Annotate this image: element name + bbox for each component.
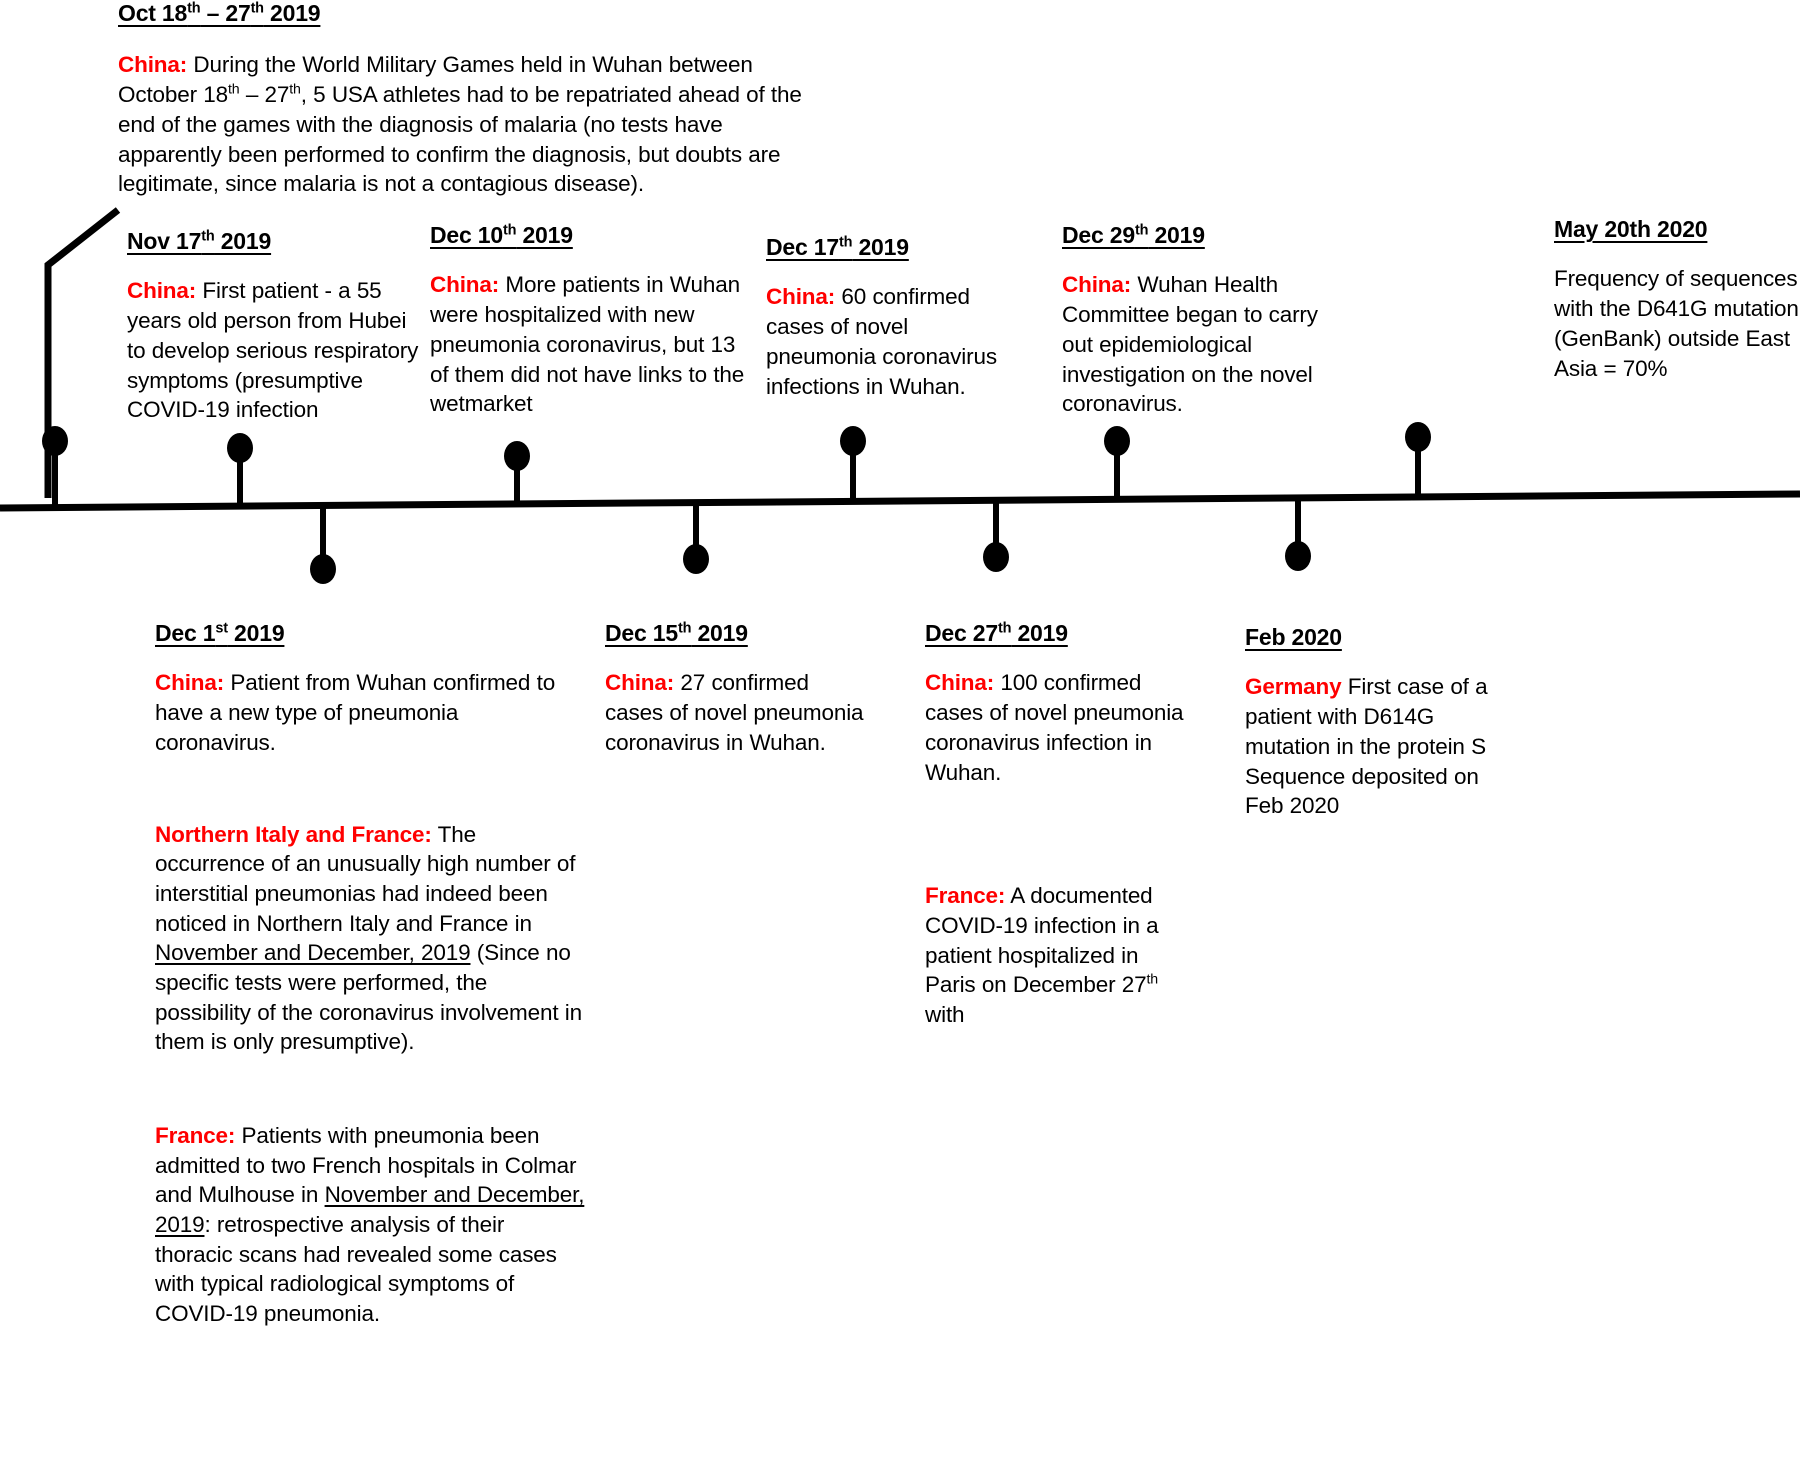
event-oct18: Oct 18th – 27th 2019 China: During the W… (118, 0, 808, 199)
country-label-china: China: (1062, 272, 1132, 298)
event-may2020-date: May 20th 2020 (1554, 216, 1708, 242)
country-label-france: France: (925, 883, 1006, 909)
timeline-axis (0, 490, 1800, 512)
oct18-elbow (44, 207, 121, 498)
event-dec27-date: Dec 27th 2019 (925, 620, 1068, 646)
event-feb2020-body: Germany First case of a patient with D61… (1245, 674, 1488, 819)
event-feb2020: Feb 2020 Germany First case of a patient… (1245, 624, 1500, 821)
underlined-date-range: November and December, 2019 (155, 1182, 585, 1238)
event-dec01-para-italy-france: Northern Italy and France: The occurrenc… (155, 821, 582, 1055)
event-may2020: May 20th 2020 Frequency of sequences wit… (1554, 216, 1800, 383)
event-dec29-date: Dec 29th 2019 (1062, 222, 1205, 248)
country-label-china: China: (430, 272, 500, 298)
event-may2020-body: Frequency of sequences with the D641G mu… (1554, 266, 1799, 381)
event-dec27-body: China: 100 confirmed cases of novel pneu… (925, 668, 1193, 1029)
country-label-china: China: (925, 670, 995, 696)
country-label-northern-italy-france: Northern Italy and France: (155, 821, 432, 847)
country-label-china: China: (118, 52, 188, 78)
country-label-france: France: (155, 1123, 236, 1148)
marker-dec10 (504, 441, 530, 505)
marker-may2020 (1405, 422, 1431, 498)
event-feb2020-date: Feb 2020 (1245, 624, 1342, 650)
event-dec10-body: China: More patients in Wuhan were hospi… (430, 272, 745, 417)
marker-feb2020 (1285, 499, 1311, 571)
marker-oct18 (42, 426, 68, 508)
event-dec01-body: China: Patient from Wuhan confirmed to h… (155, 668, 585, 1328)
event-dec27-para-china: China: 100 confirmed cases of novel pneu… (925, 670, 1184, 785)
marker-dec29 (1104, 426, 1130, 501)
country-label-germany: Germany (1245, 674, 1342, 700)
event-oct18-body: China: During the World Military Games h… (118, 52, 802, 197)
marker-dec15 (683, 504, 709, 574)
event-nov17-body: China: First patient - a 55 years old pe… (127, 278, 419, 423)
event-dec10-date: Dec 10th 2019 (430, 222, 573, 248)
event-dec27: Dec 27th 2019 China: 100 confirmed cases… (925, 620, 1193, 1030)
event-dec01: Dec 1st 2019 China: Patient from Wuhan c… (155, 620, 585, 1329)
event-nov17: Nov 17th 2019 China: First patient - a 5… (127, 228, 422, 425)
country-label-china: China: (766, 284, 836, 310)
event-dec01-para-china: China: Patient from Wuhan confirmed to h… (155, 670, 556, 755)
country-label-china: China: (127, 278, 197, 304)
country-label-china: China: (605, 670, 675, 696)
event-dec29-body: China: Wuhan Health Committee began to c… (1062, 272, 1318, 417)
event-oct18-date: Oct 18th – 27th 2019 (118, 0, 321, 26)
event-nov17-date: Nov 17th 2019 (127, 228, 272, 254)
marker-nov17 (227, 433, 253, 507)
event-dec17: Dec 17th 2019 China: 60 confirmed cases … (766, 234, 1016, 401)
event-dec15: Dec 15th 2019 China: 27 confirmed cases … (605, 620, 870, 758)
country-label-china: China: (155, 670, 225, 696)
underlined-date-range: November and December, 2019 (155, 940, 471, 966)
event-dec17-date: Dec 17th 2019 (766, 234, 909, 260)
marker-dec01 (310, 506, 336, 584)
event-dec27-para-france: France: A documented COVID-19 infection … (925, 883, 1159, 1027)
event-dec17-body: China: 60 confirmed cases of novel pneum… (766, 284, 997, 399)
event-dec29: Dec 29th 2019 China: Wuhan Health Commit… (1062, 222, 1324, 419)
event-dec15-body: China: 27 confirmed cases of novel pneum… (605, 670, 864, 755)
marker-dec17 (840, 426, 866, 503)
event-dec15-date: Dec 15th 2019 (605, 620, 748, 646)
marker-dec27 (983, 501, 1009, 572)
event-dec01-date: Dec 1st 2019 (155, 620, 285, 646)
event-dec10: Dec 10th 2019 China: More patients in Wu… (430, 222, 750, 419)
event-dec01-para-france: France: Patients with pneumonia been adm… (155, 1123, 585, 1327)
